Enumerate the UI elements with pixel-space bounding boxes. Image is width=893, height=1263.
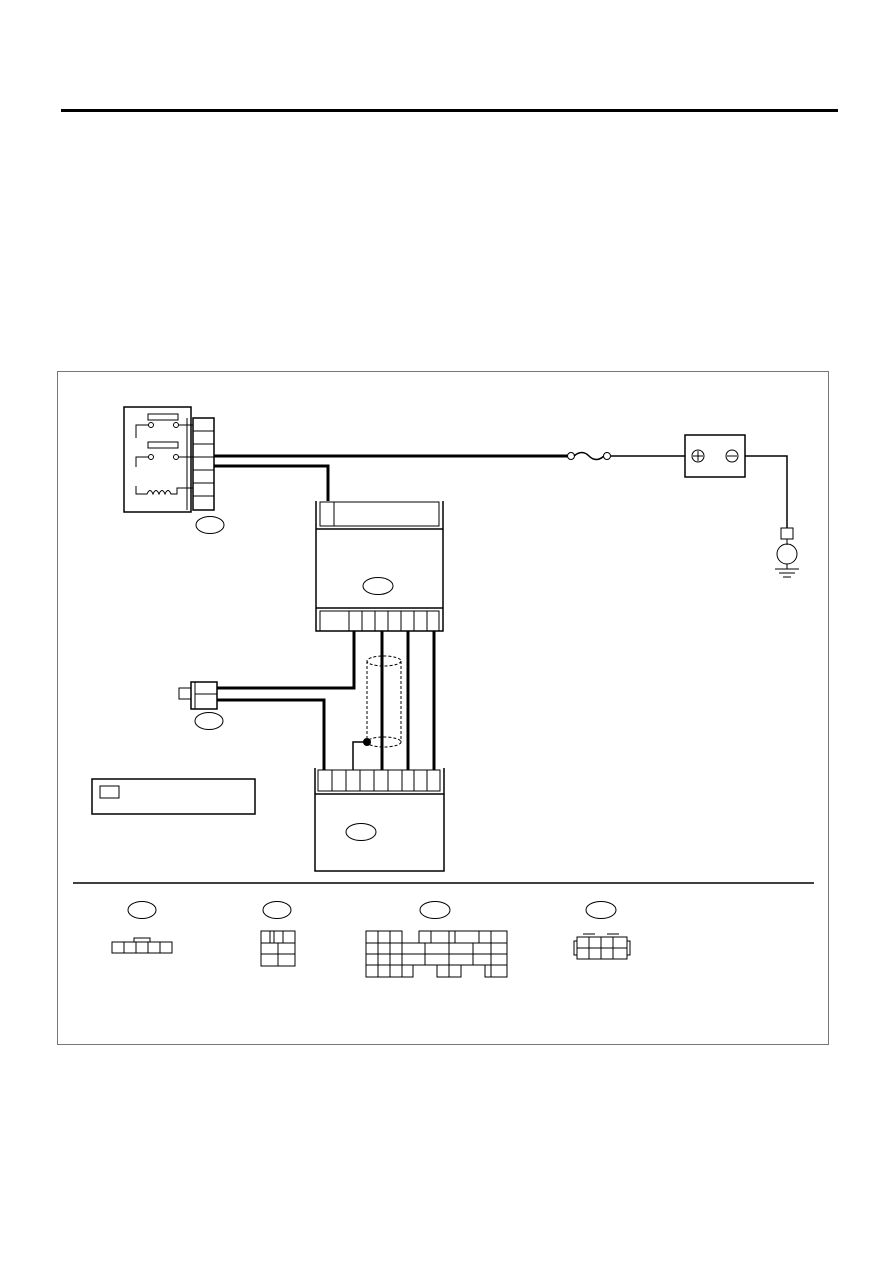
shield-drain-wire [352,741,367,770]
connector-legend-3-cols [377,931,492,977]
legend-box-frame [91,778,256,815]
battery-plus-cross [693,451,703,461]
relay-terminal-dividers [193,430,214,497]
connector-legend-2 [260,901,296,967]
relay-switch-1-contact-a [148,422,154,428]
battery-component [684,434,788,528]
lower-module-connector-badge [345,823,377,841]
relay-connector-badge [195,516,225,534]
legend-swatch [99,785,120,799]
connector-legend-2-cells [261,931,295,966]
ground-component [775,527,799,578]
connector-legend-4 [573,901,631,960]
connector-legend-4-cells [577,933,627,959]
relay-component [123,406,225,534]
upper-module-component [315,501,444,632]
connector-legend-2-badge [262,901,292,919]
wire-sensor-signal-upper [217,631,356,690]
battery-plus-icon [691,449,705,463]
page-header-rule [61,109,838,112]
lower-module-top-connector [317,769,441,792]
relay-switch-2-contact-b [173,454,179,460]
wire-battery-to-ground [745,455,788,528]
connector-legend-4-key-right [626,940,631,956]
upper-module-bottom-pins [348,611,428,631]
connector-legend-1-cells [123,942,161,953]
shield-top [366,655,402,667]
upper-module-connector-badge [362,577,394,595]
battery-minus-icon [725,449,739,463]
relay-switch-2-wire [135,456,193,467]
ground-connector [780,527,794,540]
wiring-diagram [73,406,814,978]
shield-bottom [366,736,402,748]
connector-legend-1 [111,901,173,954]
connector-legend-4-badge [585,901,617,919]
wire-sensor-signal-lower [217,698,326,770]
fuse-component [567,451,685,461]
sensor-connector-badge [194,712,224,730]
relay-switch-1-bar [147,413,179,421]
relay-body [123,406,192,513]
connector-legend-1-key [133,937,151,943]
shield-sides [366,661,402,742]
wiring-diagram-frame [57,371,829,1045]
sensor-plug [178,687,192,700]
relay-coil-icon [135,486,193,496]
fuse-icon [573,451,605,461]
relay-switch-1-wire [135,424,193,438]
connector-legend-4-key-left [573,940,578,956]
connector-legend-1-body [111,941,173,954]
sensor-component [178,681,224,730]
connector-legend-3 [365,901,508,978]
relay-switch-1-contact-b [173,422,179,428]
ground-symbol-icon [775,564,799,578]
relay-switch-2-contact-a [148,454,154,460]
ground-terminal-icon [776,543,798,565]
sensor-connector [190,681,218,710]
lower-module-top-pins [331,770,428,791]
relay-switch-2-bar [147,441,179,449]
connector-legend-1-badge [127,901,157,919]
lower-module-component [314,768,445,872]
shielded-cable [352,655,402,770]
upper-module-top-connector [319,501,440,527]
upper-module-mid-divider [316,528,443,609]
wire-relay-to-upper-module [214,464,330,501]
relay-terminal-block [192,417,215,511]
legend-box [91,778,256,815]
lower-module-outline [314,768,445,872]
upper-module-bottom-connector [319,610,440,632]
connector-legend-3-rows [366,942,507,966]
fuse-terminal-left [567,452,575,460]
fuse-terminal-right [603,452,611,460]
sensor-connector-divider [194,682,217,709]
connector-legend-3-badge [419,901,451,919]
